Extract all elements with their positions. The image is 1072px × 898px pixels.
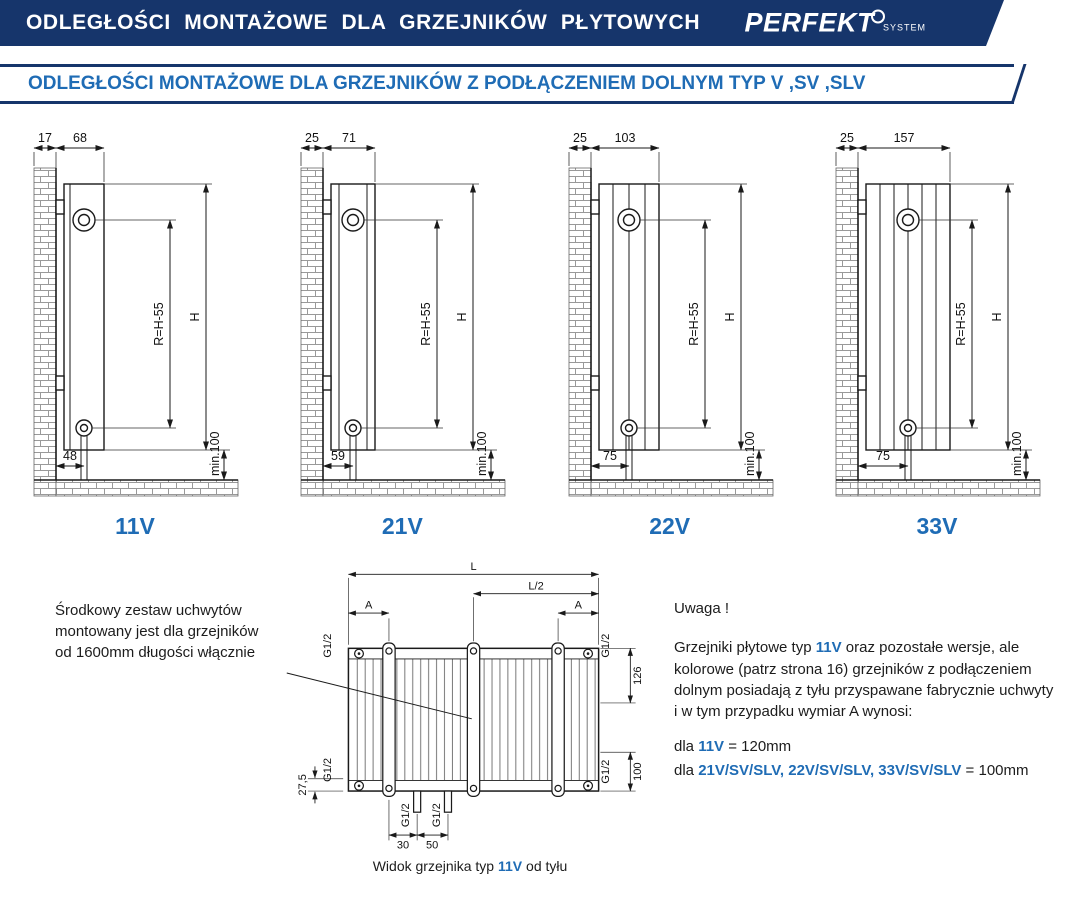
dim-pipe-offset: 75 (603, 449, 617, 463)
dim-h-height: H (455, 312, 469, 321)
dim-wall-thickness: 25 (573, 131, 587, 145)
panel-21v: 25 71 R=H-55 H min.100 59 21V (287, 128, 517, 540)
dim-r-height: R=H-55 (152, 302, 166, 345)
header-banner: ODLEGŁOŚCI MONTAŻOWE DLA GRZEJNIKÓW PŁYT… (0, 0, 1004, 46)
g12-bottom-left-label: G1/2 (322, 758, 334, 782)
caption-prefix: Widok grzejnika typ (372, 858, 498, 874)
rear-view-diagram: L L/2 A A G1/2 G1/2 126 100 G1/2 (286, 561, 644, 851)
dim-h-height: H (723, 312, 737, 321)
dim-h-height: H (188, 312, 202, 321)
dim-100: 100 (632, 762, 644, 780)
mount-diagram-33v: 25 157 R=H-55 H min.100 75 (835, 131, 1041, 497)
type-label-21v: 21V (381, 513, 423, 539)
dim-h-height: H (990, 312, 1004, 321)
dim-wall-thickness: 17 (38, 131, 52, 145)
type-label-11v: 11V (115, 513, 155, 539)
brand-ring-icon (871, 10, 885, 24)
g12-bottom-right-label: G1/2 (600, 760, 612, 784)
subheader-banner: ODLEGŁOŚCI MONTAŻOWE DLA GRZEJNIKÓW Z PO… (0, 64, 1014, 104)
bracket-note: Środkowy zestaw uchwytów montowany jest … (55, 600, 305, 663)
dim-126: 126 (632, 666, 644, 684)
dimension-a-values: dla 11V = 120mm dla 21V/SV/SLV, 22V/SV/S… (674, 736, 1056, 781)
g12-stub-right-label: G1/2 (431, 803, 443, 827)
value-line1-type: 11V (698, 738, 725, 756)
dim-pipe-offset: 59 (331, 449, 345, 463)
brand-logo: PERFEKT SYSTEM (744, 10, 926, 37)
panel-11v: 17 68 R=H-55 H min.100 48 11V (20, 128, 250, 540)
dim-a-left: A (365, 600, 373, 612)
brand-subname: SYSTEM (882, 22, 926, 33)
warning-note: Uwaga ! Grzejniki płytowe typ 11V oraz p… (674, 598, 1056, 783)
g12-stub-left-label: G1/2 (400, 803, 412, 827)
mount-diagram-11v: 17 68 R=H-55 H min.100 48 (33, 131, 239, 497)
panel-33v: 25 157 R=H-55 H min.100 75 33V (822, 128, 1052, 540)
value-line1-post: = 120mm (724, 738, 792, 756)
dim-r-height: R=H-55 (687, 302, 701, 345)
type-label-33v: 33V (916, 513, 958, 539)
subheader-title: ODLEGŁOŚCI MONTAŻOWE DLA GRZEJNIKÓW Z PO… (28, 73, 866, 94)
caption-suffix: od tyłu (522, 858, 568, 874)
diagram-row: 17 68 R=H-55 H min.100 48 11V (20, 128, 1052, 540)
bracket-note-line3: od 1600mm długości włącznie (55, 644, 256, 661)
mount-diagram-22v: 25 103 R=H-55 H min.100 75 (568, 131, 774, 497)
page-title: ODLEGŁOŚCI MONTAŻOWE DLA GRZEJNIKÓW PŁYT… (26, 11, 701, 34)
dim-depth: 103 (614, 131, 635, 145)
caption-type: 11V (498, 858, 523, 874)
dim-depth: 71 (342, 131, 356, 145)
warning-text-1: Grzejniki płytowe typ (674, 639, 816, 657)
dim-r-height: R=H-55 (954, 302, 968, 345)
dim-floor-clearance: min.100 (475, 431, 489, 476)
warning-text-2: oraz pozostałe wersje, ale kolorowe (pat… (674, 639, 1054, 721)
dim-wall-thickness: 25 (305, 131, 319, 145)
bracket-note-line1: Środkowy zestaw uchwytów (55, 602, 242, 619)
dim-floor-clearance: min.100 (208, 431, 222, 476)
value-line2-pre: dla (674, 761, 699, 779)
dim-50: 50 (426, 839, 438, 851)
dim-pipe-offset: 48 (63, 449, 77, 463)
value-line-11v: dla 11V = 120mm (674, 736, 1056, 757)
brand-name: PERFEKT (744, 7, 874, 38)
warning-type-hl: 11V (815, 639, 842, 657)
dim-pipe-offset: 75 (876, 449, 890, 463)
dim-wall-thickness: 25 (840, 131, 854, 145)
warning-paragraph: Grzejniki płytowe typ 11V oraz pozostałe… (674, 637, 1056, 722)
type-label-22v: 22V (649, 513, 691, 539)
warning-heading: Uwaga ! (674, 600, 730, 617)
dim-r-height: R=H-55 (419, 302, 433, 345)
g12-top-right-label: G1/2 (600, 634, 612, 658)
dim-30: 30 (397, 839, 409, 851)
dim-27-5: 27,5 (297, 774, 309, 795)
panel-22v: 25 103 R=H-55 H min.100 75 22V (555, 128, 785, 540)
dim-a-right: A (575, 600, 583, 612)
dim-length: L (470, 561, 476, 573)
mount-diagram-21v: 25 71 R=H-55 H min.100 59 (300, 131, 506, 497)
dim-half-length: L/2 (528, 580, 543, 592)
g12-top-left-label: G1/2 (322, 634, 334, 658)
dim-floor-clearance: min.100 (1010, 431, 1024, 476)
value-line2-post: = 100mm (961, 761, 1029, 779)
value-line1-pre: dla (674, 738, 699, 756)
dim-depth: 68 (73, 131, 87, 145)
value-line2-type: 21V/SV/SLV, 22V/SV/SLV, 33V/SV/SLV (698, 761, 962, 779)
rear-view-caption: Widok grzejnika typ 11V od tyłu (285, 858, 655, 874)
dim-floor-clearance: min.100 (743, 431, 757, 476)
value-line-others: dla 21V/SV/SLV, 22V/SV/SLV, 33V/SV/SLV =… (674, 760, 1056, 781)
dim-depth: 157 (894, 131, 915, 145)
bracket-note-line2: montowany jest dla grzejników (55, 623, 259, 640)
rear-view-wrap: L L/2 A A G1/2 G1/2 126 100 G1/2 (285, 560, 655, 865)
